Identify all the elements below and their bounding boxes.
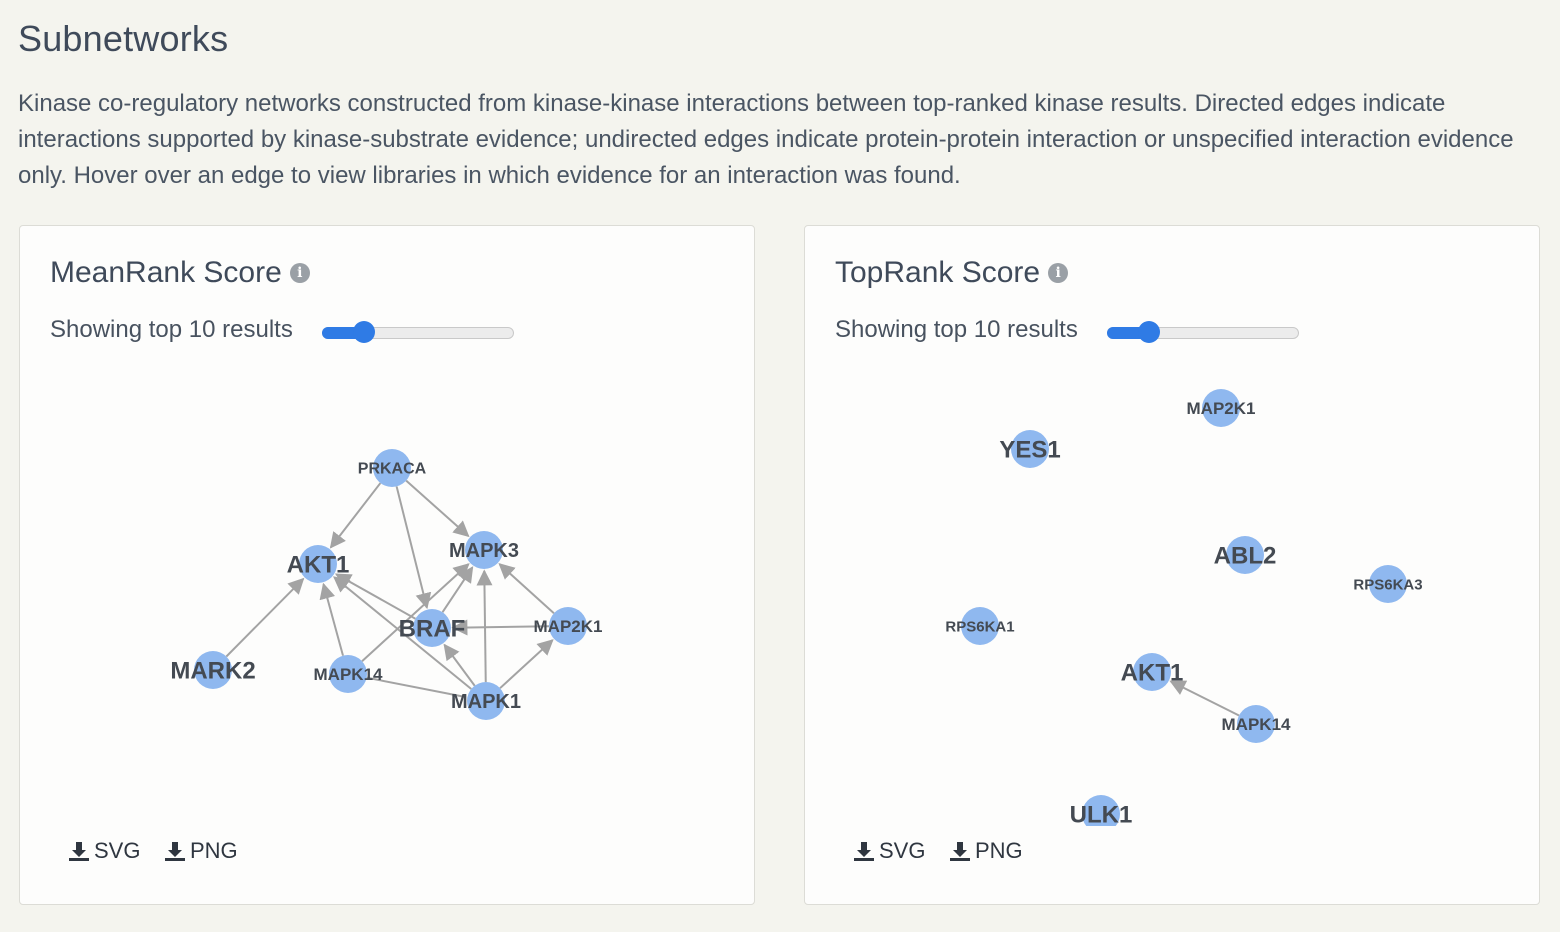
node-label: ABL2 [1214,542,1277,569]
download-icon [950,842,970,861]
node-label: AKT1 [287,551,350,578]
node-label: BRAF [399,615,466,642]
node-akt1[interactable]: AKT1 [1121,653,1184,691]
node-circle[interactable] [549,607,587,645]
node-label: AKT1 [1121,659,1184,686]
node-circle[interactable] [329,655,367,693]
node-circle[interactable] [1226,536,1264,574]
node-mark2[interactable]: MARK2 [170,651,256,689]
node-label: RPS6KA3 [1353,576,1422,593]
node-circle[interactable] [1133,653,1171,691]
download-png-button[interactable]: PNG [164,838,238,864]
slider-thumb[interactable] [1138,321,1160,343]
node-map2k1[interactable]: MAP2K1 [1187,389,1256,427]
node-label: MAP2K1 [534,617,603,636]
node-circle[interactable] [467,682,505,720]
edge-mapk1-map2k1[interactable] [499,639,554,689]
node-circle[interactable] [1202,389,1240,427]
panel-title: MeanRank Score i [50,256,310,290]
section-title: Subnetworks [18,18,229,59]
section-description: Kinase co-regulatory networks constructe… [18,90,1514,189]
node-ulk1[interactable]: ULK1 [1070,795,1133,826]
panel-title-text: MeanRank Score [50,256,282,289]
edge-mapk14-mapk3[interactable] [361,563,470,662]
node-map2k1[interactable]: MAP2K1 [534,607,603,645]
node-label: PRKACA [358,461,427,478]
edge-map2k1-mapk3[interactable] [498,563,555,614]
panel-title-text: TopRank Score [835,256,1041,289]
download-icon [854,842,874,861]
edge-layer [225,479,555,698]
edge-mapk1-mapk3[interactable] [476,569,493,683]
node-label: MAPK3 [449,540,519,562]
edge-map2k1-braf[interactable] [451,619,550,636]
node-label: MAPK14 [314,665,384,684]
node-braf[interactable]: BRAF [399,609,466,647]
download-icon [69,842,89,861]
node-label: MARK2 [170,657,255,684]
edge-prkaca-mapk3[interactable] [405,479,470,538]
node-circle[interactable] [413,609,451,647]
node-circle[interactable] [194,651,232,689]
download-png-button[interactable]: PNG [949,838,1023,864]
edge-mapk14-mapk1[interactable] [366,676,466,698]
node-prkaca[interactable]: PRKACA [358,449,427,487]
node-label: MAPK1 [451,691,521,713]
meanrank-panel: MeanRank Score i Showing top 10 results … [19,225,755,905]
download-svg-button[interactable]: SVG [68,838,140,864]
edge-prkaca-akt1[interactable] [329,482,382,549]
node-yes1[interactable]: YES1 [999,430,1061,468]
node-circle[interactable] [1237,705,1275,743]
node-circle[interactable] [1369,565,1407,603]
node-label: MAPK14 [1222,715,1292,734]
node-circle[interactable] [299,545,337,583]
edge-mapk1-braf[interactable] [443,643,476,687]
node-akt1[interactable]: AKT1 [287,545,350,583]
node-rps6ka1[interactable]: RPS6KA1 [945,607,1015,645]
node-mapk1[interactable]: MAPK1 [451,682,521,720]
node-mapk14[interactable]: MAPK14 [1222,705,1292,743]
info-icon[interactable]: i [289,263,310,283]
edge-mapk14-akt1[interactable] [319,582,344,656]
node-label: ULK1 [1070,801,1133,826]
node-label: MAP2K1 [1187,399,1256,418]
showing-results-label: Showing top 10 results [835,316,1078,343]
slider-thumb[interactable] [353,321,375,343]
node-circle[interactable] [961,607,999,645]
node-label: YES1 [999,436,1060,463]
edge-mapk14-akt1[interactable] [1169,680,1240,717]
download-png-label: PNG [975,838,1023,863]
node-circle[interactable] [373,449,411,487]
node-circle[interactable] [1011,430,1049,468]
toprank-panel: TopRank Score i Showing top 10 results M… [804,225,1540,905]
results-slider[interactable] [322,321,514,343]
network-graph[interactable]: MAP2K1YES1ABL2RPS6KA3RPS6KA1AKT1MAPK14UL… [805,366,1541,826]
node-abl2[interactable]: ABL2 [1214,536,1277,574]
download-icon [165,842,185,861]
download-svg-label: SVG [879,838,926,863]
edge-mark2-akt1[interactable] [225,577,305,658]
node-circle[interactable] [465,531,503,569]
info-icon[interactable]: i [1048,263,1069,283]
node-label: RPS6KA1 [945,618,1014,635]
node-mapk3[interactable]: MAPK3 [449,531,519,569]
download-png-label: PNG [190,838,238,863]
edge-mapk1-akt1[interactable] [333,576,472,690]
edge-layer [1169,680,1240,717]
panel-title: TopRank Score i [835,256,1069,290]
node-rps6ka3[interactable]: RPS6KA3 [1353,565,1423,603]
download-svg-label: SVG [94,838,141,863]
edge-prkaca-braf[interactable] [395,486,432,610]
results-slider[interactable] [1107,321,1299,343]
showing-results-label: Showing top 10 results [50,316,293,343]
download-svg-button[interactable]: SVG [853,838,925,864]
node-mapk14[interactable]: MAPK14 [314,655,384,693]
node-circle[interactable] [1082,795,1120,826]
